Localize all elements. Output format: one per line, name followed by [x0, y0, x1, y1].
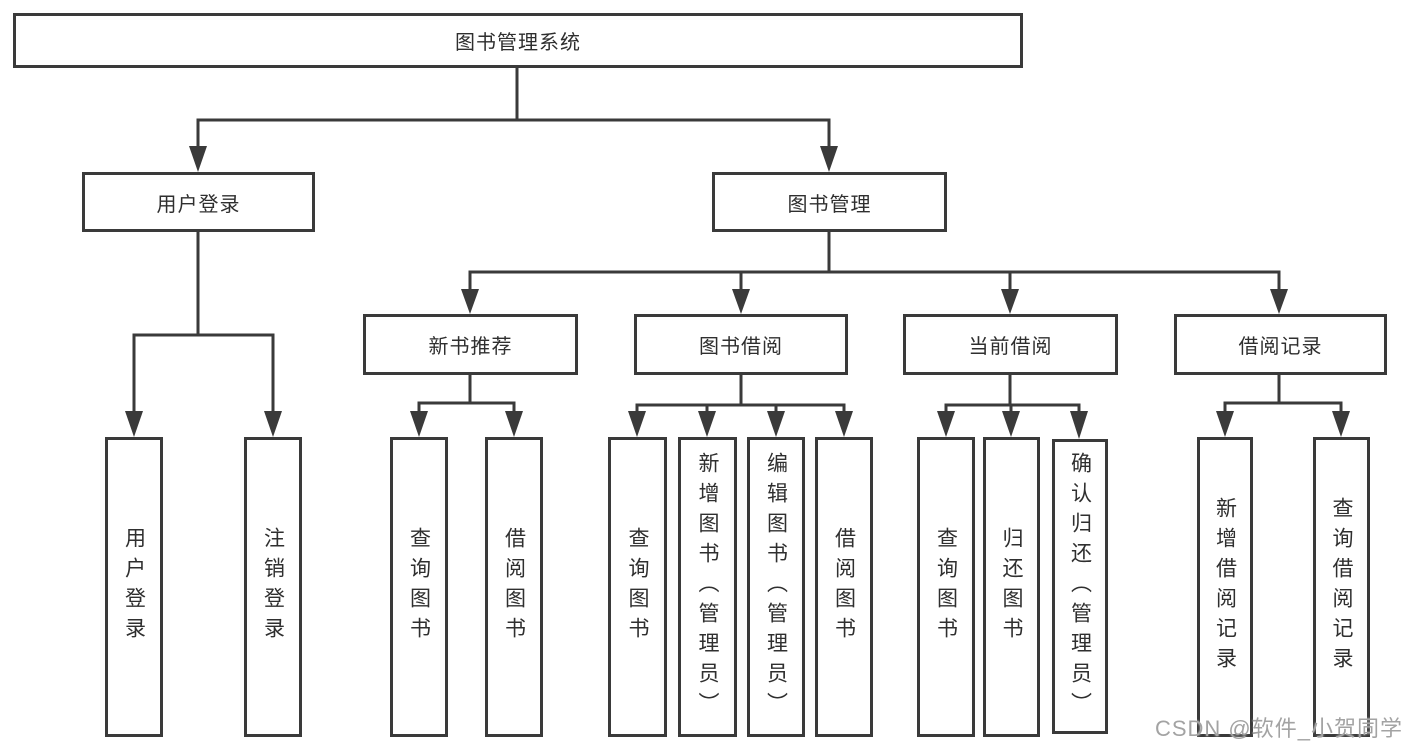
connector-book-borrow-to-leaves — [628, 375, 853, 437]
connector-root-to-level2 — [189, 68, 838, 172]
leaf-borrow-books-label: 借阅图书 — [832, 527, 856, 647]
leaf-user-login: 用户登录 — [105, 437, 163, 737]
leaf-query-borrow-record: 查询借阅记录 — [1313, 437, 1370, 737]
leaf-edit-books-admin: 编辑图书（管理员） — [747, 437, 805, 737]
leaf-query-books-current: 查询图书 — [917, 437, 975, 737]
leaf-query-books-recommend: 查询图书 — [390, 437, 448, 737]
leaf-query-books-borrow-label: 查询图书 — [626, 527, 649, 647]
node-book-borrow: 图书借阅 — [634, 314, 848, 375]
leaf-borrow-books-recommend: 借阅图书 — [485, 437, 543, 737]
leaf-add-borrow-record: 新增借阅记录 — [1197, 437, 1253, 737]
connector-user-login-to-leaves — [125, 232, 282, 437]
leaf-borrow-books-recommend-label: 借阅图书 — [502, 527, 526, 647]
leaf-return-books: 归还图书 — [983, 437, 1040, 737]
leaf-query-books-borrow: 查询图书 — [608, 437, 667, 737]
leaf-confirm-return-admin-label: 确认归还（管理员） — [1068, 451, 1092, 722]
node-current-borrow-label: 当前借阅 — [968, 336, 1053, 358]
node-root-label: 图书管理系统 — [455, 32, 581, 54]
node-book-borrow-label: 图书借阅 — [699, 336, 783, 358]
node-root: 图书管理系统 — [13, 13, 1023, 68]
csdn-watermark: CSDN @软件_小贺同学 — [1154, 716, 1403, 741]
leaf-user-login-label: 用户登录 — [122, 527, 146, 647]
node-user-login: 用户登录 — [82, 172, 315, 232]
leaf-logout-label: 注销登录 — [261, 527, 285, 647]
connector-current-borrow-to-leaves — [937, 375, 1088, 439]
node-current-borrow: 当前借阅 — [903, 314, 1118, 375]
leaf-return-books-label: 归还图书 — [1000, 527, 1023, 647]
leaf-borrow-books: 借阅图书 — [815, 437, 873, 737]
connector-borrow-records-to-leaves — [1216, 375, 1350, 437]
leaf-add-borrow-record-label: 新增借阅记录 — [1213, 497, 1237, 677]
connector-book-management-to-level3 — [461, 232, 1288, 314]
node-book-management-label: 图书管理 — [787, 193, 872, 216]
node-new-book-recommend-label: 新书推荐 — [428, 336, 513, 358]
leaf-query-books-current-label: 查询图书 — [934, 527, 958, 647]
leaf-logout: 注销登录 — [244, 437, 302, 737]
node-new-book-recommend: 新书推荐 — [363, 314, 578, 375]
leaf-query-books-recommend-label: 查询图书 — [407, 527, 431, 647]
leaf-edit-books-admin-label: 编辑图书（管理员） — [764, 452, 788, 722]
connector-new-book-to-leaves — [410, 375, 523, 437]
leaf-query-borrow-record-label: 查询借阅记录 — [1330, 497, 1353, 677]
node-book-management: 图书管理 — [712, 172, 947, 232]
node-borrow-records-label: 借阅记录 — [1238, 336, 1323, 358]
node-user-login-label: 用户登录 — [156, 193, 241, 216]
leaf-add-books-admin: 新增图书（管理员） — [678, 437, 737, 737]
leaf-confirm-return-admin: 确认归还（管理员） — [1052, 439, 1108, 734]
leaf-add-books-admin-label: 新增图书（管理员） — [696, 452, 719, 722]
node-borrow-records: 借阅记录 — [1174, 314, 1387, 375]
